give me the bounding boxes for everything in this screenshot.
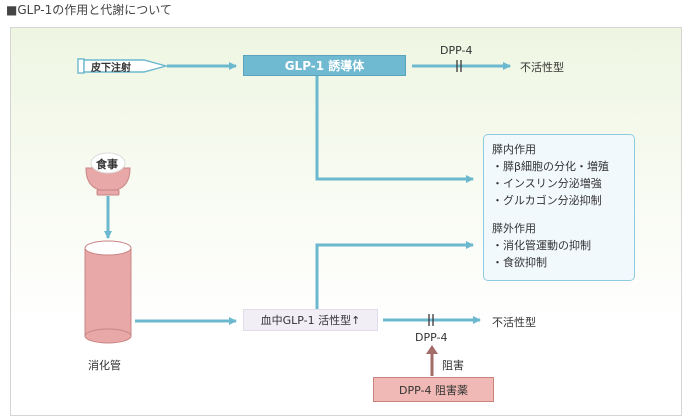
effect-item: ・消化管運動の抑制	[492, 239, 591, 252]
pancreatic-effects-title: 膵内作用	[492, 143, 536, 156]
dpp4-label-bottom: DPP-4	[415, 331, 448, 344]
inactive-label-bottom: 不活性型	[492, 316, 536, 329]
page-title: ■GLP-1の作用と代謝について	[6, 3, 172, 17]
gut-label: 消化管	[88, 359, 121, 372]
effect-item: ・グルカゴン分泌抑制	[492, 194, 602, 207]
dpp4-break-top	[456, 60, 462, 72]
meal-label: 食事	[96, 158, 118, 171]
effect-item: ・膵β細胞の分化・増殖	[492, 160, 610, 173]
extra-pancreatic-effects-title: 膵外作用	[492, 222, 536, 235]
inhibit-arrowhead	[426, 345, 438, 354]
effects-panel: 膵内作用 ・膵β細胞の分化・増殖 ・インスリン分泌増強 ・グルカゴン分泌抑制 膵…	[483, 134, 635, 281]
dpp4-inhibitor-box: DPP-4 阻害薬	[373, 377, 494, 402]
meal-bowl-icon	[85, 152, 131, 196]
arrow-blood-to-effects	[315, 241, 474, 309]
injection-label: 皮下注射	[91, 63, 131, 74]
dpp4-label-top: DPP-4	[440, 44, 473, 57]
syringe-icon	[77, 58, 169, 74]
inactive-label-top: 不活性型	[520, 61, 564, 74]
inhibit-label: 阻害	[442, 359, 464, 372]
effect-item: ・食欲抑制	[492, 256, 547, 269]
blood-glp1-box: 血中GLP-1 活性型↑	[243, 309, 378, 331]
glp1-derivative-box: GLP-1 誘導体	[243, 55, 406, 76]
dpp4-break-bottom	[428, 314, 434, 326]
gut-tube-icon	[84, 240, 132, 344]
arrow-glp1-to-effects	[315, 76, 474, 183]
effect-item: ・インスリン分泌増強	[492, 177, 602, 190]
